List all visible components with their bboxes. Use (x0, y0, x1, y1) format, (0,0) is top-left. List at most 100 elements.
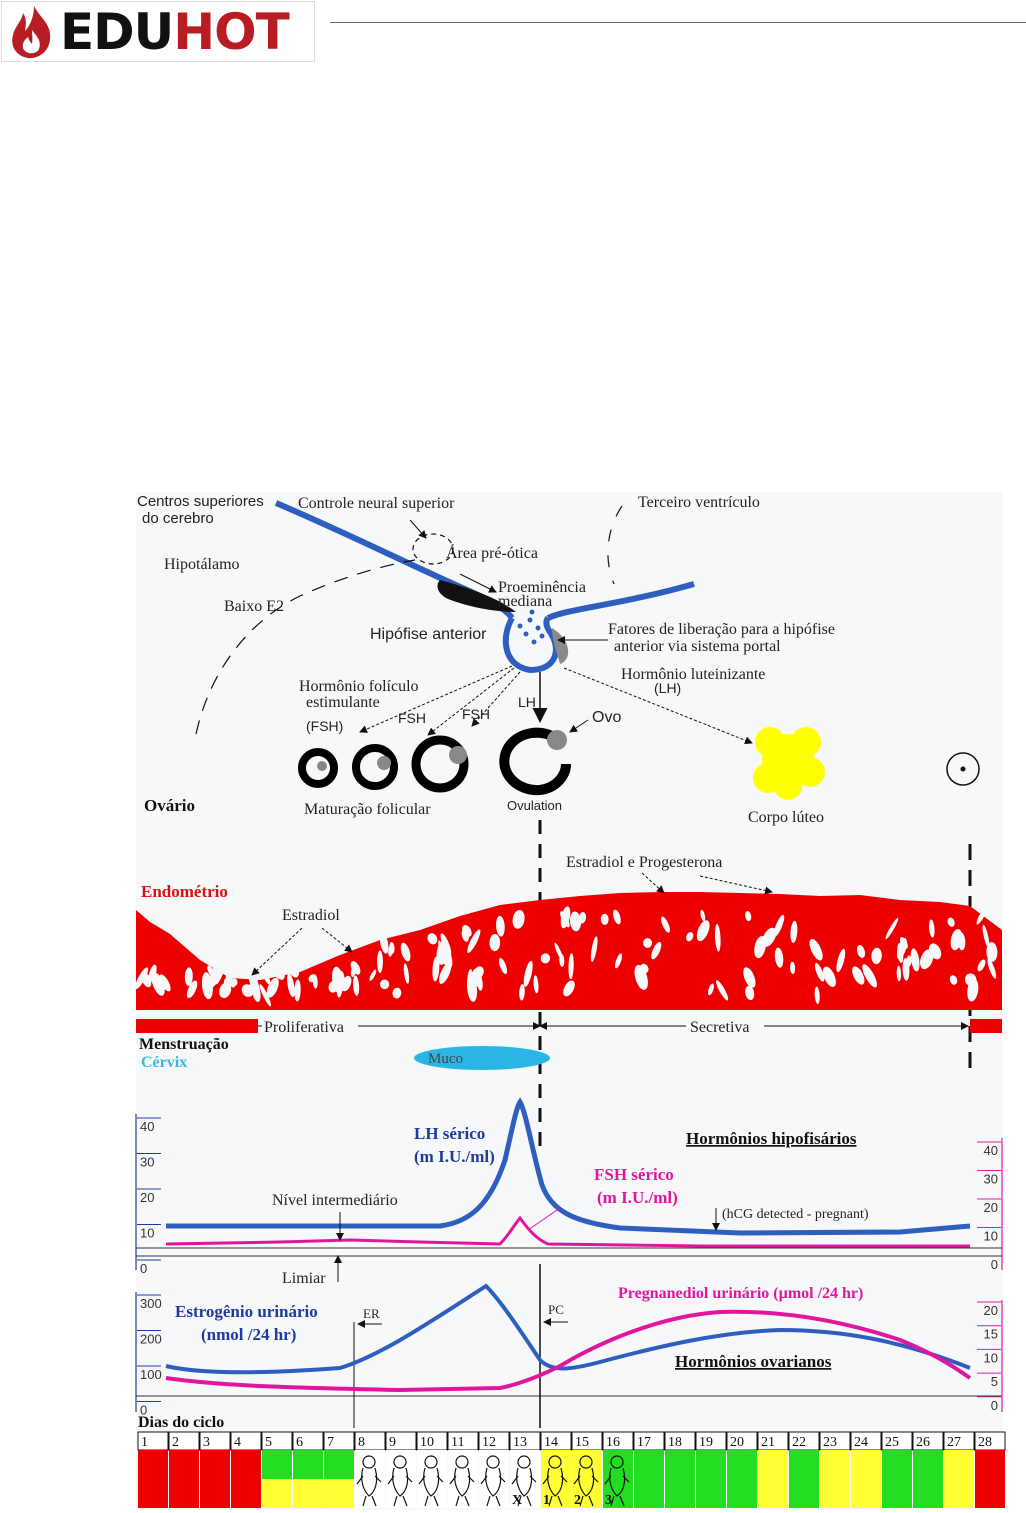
ovary-label: Ovário (144, 796, 195, 815)
median-eminence-label-2: mediana (498, 593, 552, 610)
portal-dots (517, 609, 549, 645)
calendar-day-number: 25 (885, 1435, 899, 1450)
neural-control-label: Controle neural superior (298, 495, 455, 512)
pituitary-left-axis-tick-label: 10 (140, 1226, 154, 1241)
calendar-day-number: 26 (916, 1435, 930, 1450)
calendar-day-number: 14 (544, 1435, 558, 1450)
calendar-mark: 1 (543, 1493, 550, 1508)
threshold-label: Limiar (282, 1270, 326, 1287)
calendar-day-number: 27 (947, 1435, 961, 1450)
logo-edu: EDU (60, 3, 174, 61)
calendar-day-26: 26 (912, 1431, 944, 1508)
baby-icon (604, 1455, 630, 1507)
calendar-day-20: 20 (726, 1431, 758, 1508)
baby-icon (511, 1455, 537, 1507)
ovarian-chart-title: Hormônios ovarianos (675, 1352, 832, 1371)
third-ventricle-label: Terceiro ventrículo (638, 494, 760, 511)
calendar-day-number: 13 (513, 1435, 527, 1450)
calendar-day-number: 23 (823, 1435, 837, 1450)
fsh-hormone-label: Hormônio folículo (299, 678, 419, 695)
ventricle-floor (546, 581, 695, 621)
follicular-maturation-label: Maturação folicular (304, 801, 431, 818)
eduhot-logo[interactable]: EDUHOT (1, 1, 315, 62)
endometrium-texture (134, 906, 1001, 1007)
egg-label: Ovo (592, 709, 621, 726)
calendar-day-16: 16 3 (602, 1431, 634, 1508)
mucus-label: Muco (428, 1051, 463, 1067)
calendar-mark: 3 (605, 1493, 612, 1508)
calendar-day-22: 22 (788, 1431, 820, 1508)
calendar-day-number: 19 (699, 1435, 713, 1450)
calendar-day-2: 2 (168, 1431, 200, 1508)
lh-label: LH (518, 694, 536, 710)
lh-serum-label: LH sérico (414, 1124, 485, 1143)
pituitary-left-axis-tick-label: 0 (140, 1261, 147, 1276)
calendar-day-number: 1 (141, 1435, 148, 1450)
baby-icon (449, 1455, 475, 1507)
estrogen-unit: (nmol /24 hr) (201, 1325, 296, 1344)
cervix-label: Cérvix (141, 1054, 187, 1071)
calendar-day-14: 14 1 (540, 1431, 572, 1508)
pituitary-right-axis-tick-label: 20 (984, 1200, 998, 1215)
preoptic-area (412, 533, 454, 565)
lh-serum-unit: (m I.U./ml) (414, 1147, 495, 1166)
baby-icon (387, 1455, 413, 1507)
lh-serum-curve (166, 1097, 971, 1236)
calendar-day-1: 1 (137, 1431, 169, 1508)
baby-icon (356, 1455, 382, 1507)
ovarian-right-axis-tick-label: 15 (984, 1327, 998, 1342)
calendar-day-number: 11 (451, 1435, 464, 1450)
calendar-day-number: 22 (792, 1435, 806, 1450)
median-eminence-shape (437, 580, 516, 612)
baby-icon (418, 1455, 444, 1507)
fsh-label-a: FSH (398, 710, 426, 726)
calendar-day-18: 18 (664, 1431, 696, 1508)
pituitary-right-axis-tick-label: 40 (984, 1143, 998, 1158)
calendar-day-number: 8 (358, 1435, 365, 1450)
estrogen-label: Estrogênio urinário (175, 1302, 318, 1321)
low-e2-feedback-line (195, 559, 416, 735)
lh-hormone-abbr: (LH) (654, 680, 681, 696)
estradiol-progesterone-label: Estradiol e Progesterona (566, 854, 722, 871)
pituitary-left-axis-tick-label: 20 (140, 1190, 154, 1205)
median-eminence-label: Proeminência (498, 579, 586, 596)
page-header: EDUHOT (0, 0, 1026, 62)
brain-region: Centros superiores do cerebro Controle n… (137, 493, 980, 826)
preoptic-label: Área pré-ótica (446, 543, 538, 562)
calendar-day-12: 12 (478, 1431, 510, 1508)
calendar-day-number: 6 (296, 1435, 303, 1450)
calendar-day-28: 28 (974, 1431, 1006, 1508)
pregnanediol-label: Pregnanediol urinário (µmol /24 hr) (618, 1285, 863, 1302)
ovarian-left-axis-tick-label: 300 (140, 1296, 162, 1311)
calendar-day-13: 13X (509, 1431, 541, 1508)
hypothalamus-label: Hipotálamo (164, 556, 240, 573)
flame-icon (12, 6, 51, 59)
higher-centers-label-2: do cerebro (142, 510, 214, 527)
ovulation-label: Ovulation (507, 798, 562, 813)
intermediate-level-label: Nível intermediário (272, 1192, 398, 1209)
calendar-day-6: 6 (292, 1431, 324, 1508)
cycle-days-title: Dias do ciclo (138, 1414, 224, 1431)
baby-icon (542, 1455, 568, 1507)
ruptured-follicle (499, 727, 571, 796)
ovarian-left-axis-tick-label: 0 (140, 1403, 147, 1418)
calendar-day-number: 9 (389, 1435, 396, 1450)
calendar-day-4: 4 (230, 1431, 262, 1508)
pituitary-right-axis-tick-label: 30 (984, 1172, 998, 1187)
calendar-day-7: 7 (323, 1431, 355, 1508)
calendar-day-number: 16 (606, 1435, 620, 1450)
calendar-day-25: 25 (881, 1431, 913, 1508)
header-divider (330, 22, 1026, 23)
calendar-mark: X (512, 1493, 522, 1508)
pituitary-left-axis-tick-label: 40 (140, 1119, 154, 1134)
release-factors-label-2: anterior via sistema portal (614, 638, 781, 655)
calendar-mark: 2 (574, 1493, 581, 1508)
corpus-luteum-label: Corpo lúteo (748, 809, 824, 826)
proliferative-label: Proliferativa (264, 1019, 344, 1036)
calendar-day-19: 19 (695, 1431, 727, 1508)
estrogen-curve (165, 1283, 971, 1375)
end-bar (970, 1019, 1002, 1033)
fsh-label-b: FSH (462, 706, 490, 722)
